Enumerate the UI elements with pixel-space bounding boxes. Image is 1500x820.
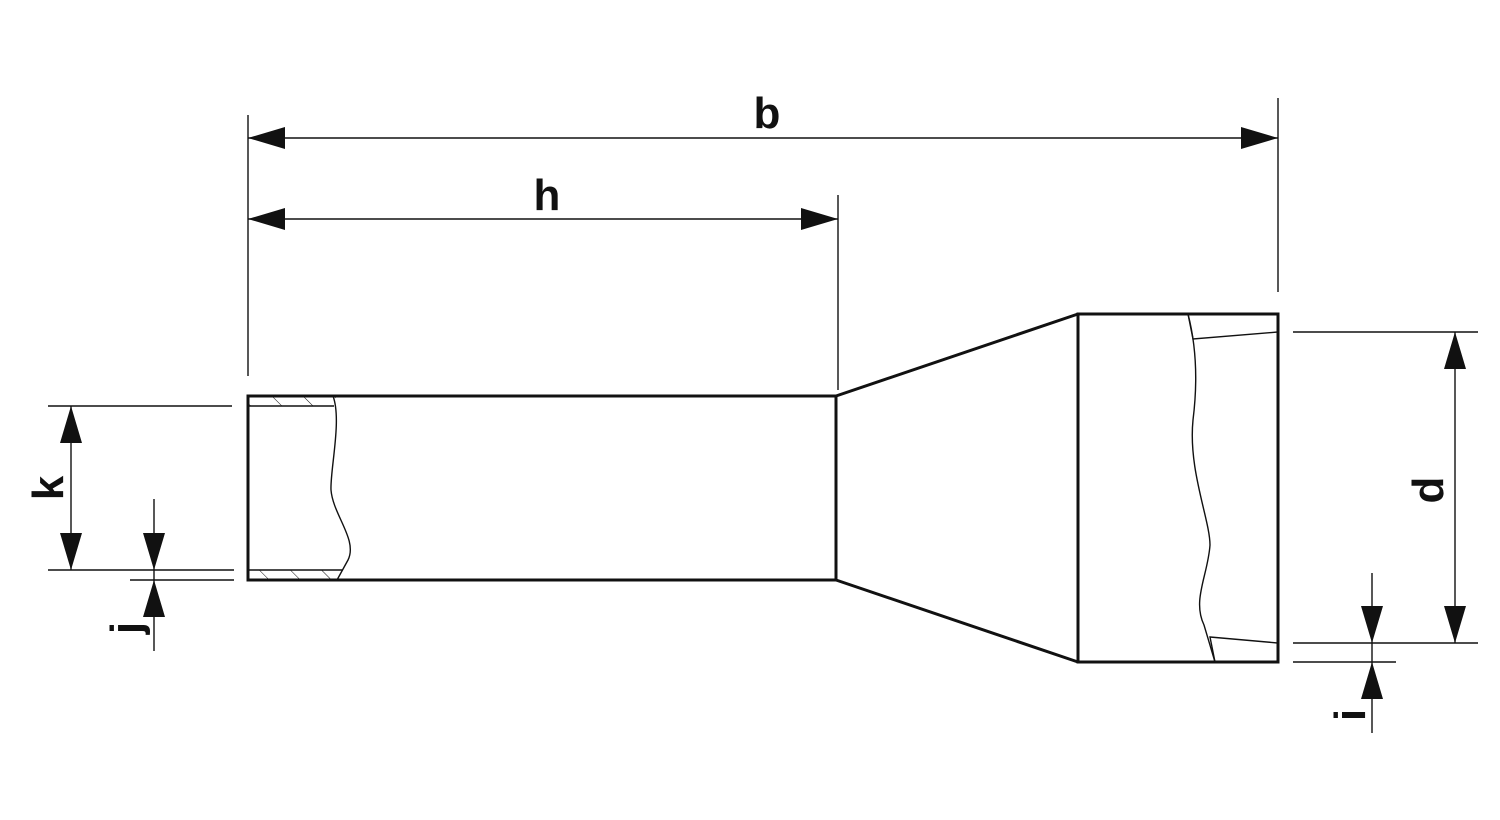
label-b: b [754,89,781,138]
dimension-i: i [1293,573,1396,733]
dimension-d: d [1293,331,1478,644]
dimension-h: h [248,171,839,390]
tube-hatch-top [248,396,336,406]
collar [1076,312,1280,664]
collar-break-line [1187,313,1216,663]
label-j: j [102,622,151,635]
cone [835,312,1079,664]
label-d: d [1404,477,1453,504]
tube-body [246,394,838,582]
label-k: k [24,475,73,500]
dimension-j: j [102,499,234,651]
dimension-b: b [247,89,1279,376]
label-h: h [534,171,561,220]
label-i: i [1326,709,1375,721]
tube-hatch-bottom [248,570,340,580]
break-line [330,395,351,581]
dimension-k: k [24,405,234,571]
